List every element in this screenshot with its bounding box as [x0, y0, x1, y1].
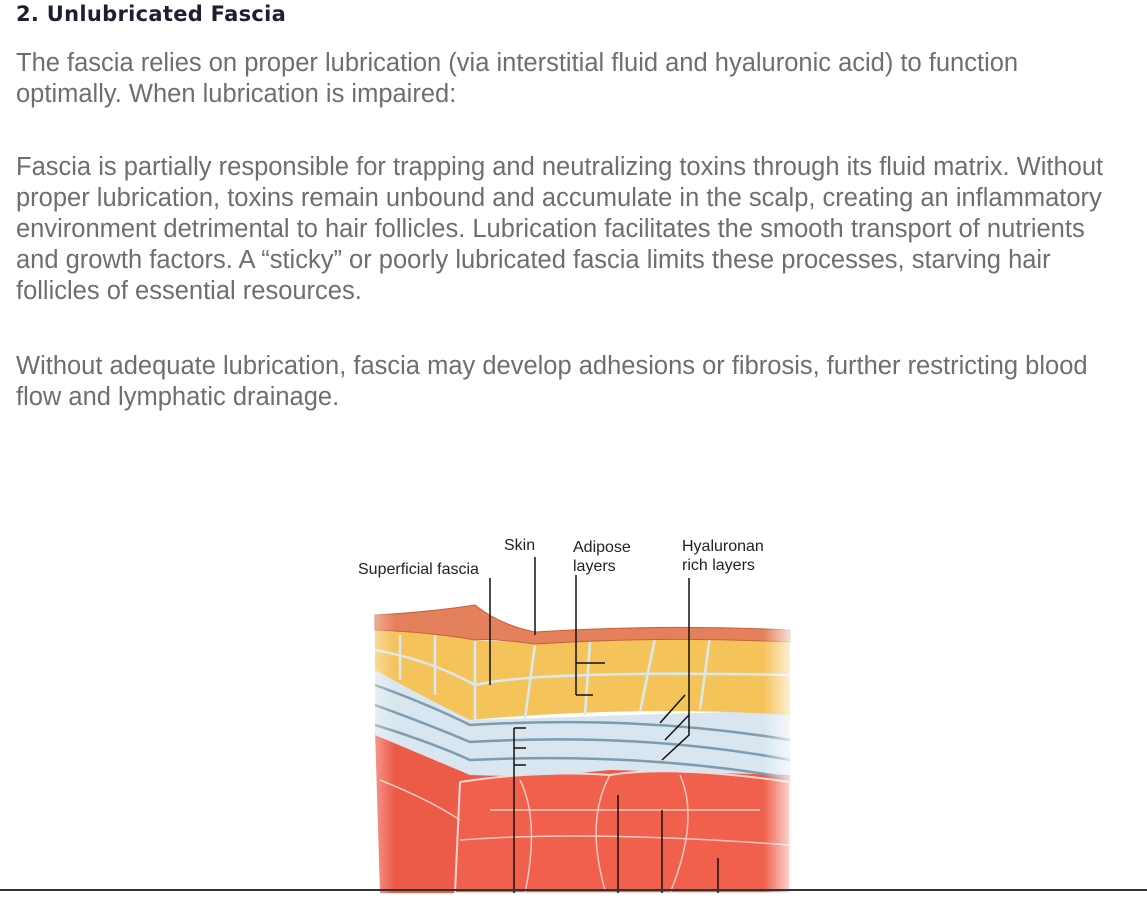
label-superficial-fascia: Superficial fascia: [358, 561, 479, 578]
paragraph-toxins: Fascia is partially responsible for trap…: [16, 153, 1104, 305]
label-hyaluronan-line2: rich layers: [682, 557, 755, 574]
fascia-layers-illustration: Superficial fascia Skin Adipose layers H…: [340, 520, 800, 894]
section-heading: 2. Unlubricated Fascia: [16, 2, 287, 26]
label-hyaluronan-line1: Hyaluronan: [682, 538, 764, 555]
fascia-diagram-graphic: [340, 557, 800, 894]
paragraph-intro: The fascia relies on proper lubrication …: [16, 49, 1019, 108]
label-skin: Skin: [504, 537, 536, 554]
paragraph-adhesions: Without adequate lubrication, fascia may…: [16, 352, 1088, 411]
bottom-divider: [0, 889, 1147, 891]
label-adipose-line1: Adipose: [573, 539, 631, 556]
label-adipose-line2: layers: [573, 558, 616, 575]
